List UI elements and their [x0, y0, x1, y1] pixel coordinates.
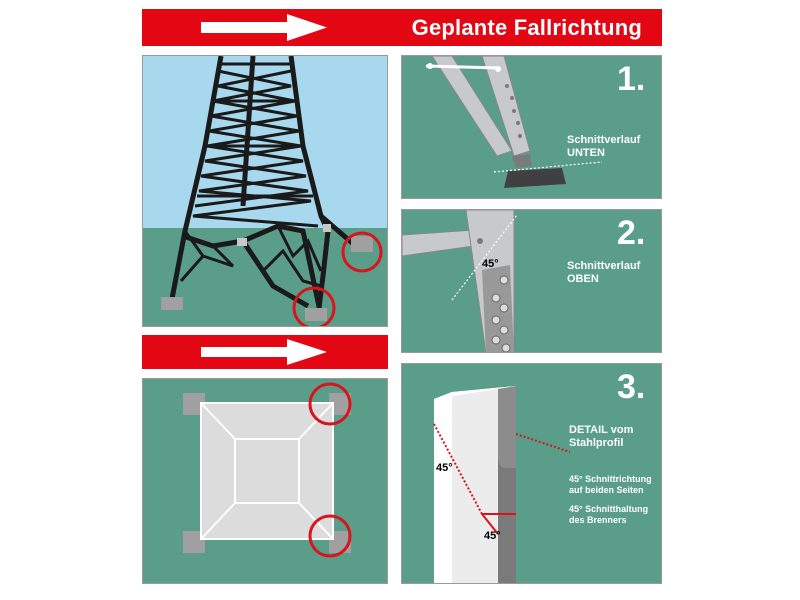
step-2-label-line2: OBEN — [567, 273, 599, 285]
step-1-illustration — [425, 56, 603, 188]
step-1-number: 1. — [617, 60, 646, 98]
foundation-topview-panel — [142, 378, 388, 584]
step-3-label-line2: Stahlprofil — [569, 437, 624, 449]
step-2-panel: 45° 2. Schnittverlauf OBEN — [401, 209, 662, 353]
step-2-angle: 45° — [482, 258, 499, 270]
step-3-angle-left: 45° — [436, 462, 453, 474]
marker-circle-bottom — [292, 286, 336, 326]
direction-banner-small — [142, 335, 388, 369]
step-1-label-line2: UNTEN — [567, 147, 605, 159]
step-1-panel: 1. Schnittverlauf UNTEN — [401, 55, 662, 199]
foundation-topview — [183, 382, 352, 558]
step-3-note-1-line2: auf beiden Seiten — [569, 485, 644, 495]
tower-panel — [142, 55, 388, 327]
step-1-label: Schnittverlauf UNTEN — [567, 134, 640, 160]
step-2-illustration — [402, 210, 518, 352]
fall-direction-banner: Geplante Fallrichtung — [142, 9, 662, 46]
step-3-note-2: 45° Schnitthaltung des Brenners — [569, 504, 648, 526]
step-3-note-2-line1: 45° Schnitthaltung — [569, 504, 649, 514]
step-3-label: DETAIL vom Stahlprofil — [569, 424, 633, 450]
step-3-panel: 45° 45° 3. DETAIL vom Stahlprofil 45° Sc… — [401, 363, 662, 584]
step-3-number: 3. — [617, 368, 646, 406]
marker-circle-bottom-right — [308, 514, 352, 558]
arrow-right-icon — [201, 14, 327, 41]
step-3-label-line1: DETAIL vom — [569, 424, 634, 436]
tower-illustration — [143, 56, 387, 326]
step-2-label-line1: Schnittverlauf — [567, 260, 641, 272]
banner-title: Geplante Fallrichtung — [411, 15, 642, 40]
step-2-number: 2. — [617, 214, 646, 252]
marker-circle-top-right — [308, 382, 352, 426]
step-3-illustration — [433, 386, 571, 583]
arrow-right-icon — [201, 339, 327, 365]
marker-circle-right — [341, 231, 383, 273]
step-3-angle-bottom: 45° — [484, 530, 501, 542]
step-3-note-1-line1: 45° Schnittrichtung — [569, 474, 652, 484]
step-3-note-2-line2: des Brenners — [569, 515, 627, 525]
step-2-label: Schnittverlauf OBEN — [567, 260, 640, 286]
step-3-note-1: 45° Schnittrichtung auf beiden Seiten — [569, 474, 652, 496]
step-1-label-line1: Schnittverlauf — [567, 134, 641, 146]
